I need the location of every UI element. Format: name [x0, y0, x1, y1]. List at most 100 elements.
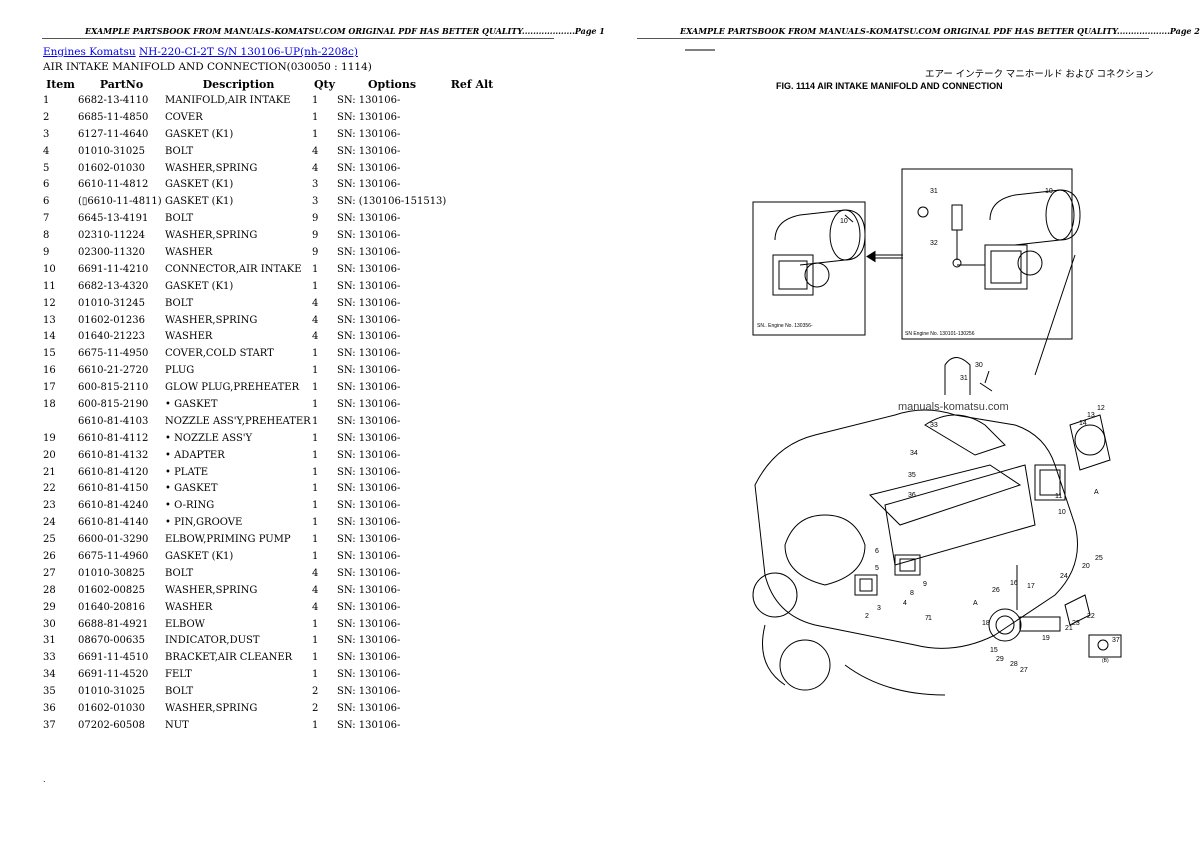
page-1: EXAMPLE PARTSBOOK FROM MANUALS-KOMATSU.C…	[0, 0, 605, 842]
qty-cell: 1	[312, 449, 319, 461]
description-cell: GASKET (K1)	[165, 128, 234, 140]
options-cell: SN: (130106-151513)	[337, 196, 447, 208]
callout-30: 30	[975, 362, 983, 369]
callout-37: 37	[1112, 637, 1120, 644]
inset-right-note: SN Engine No. 130101-130256	[905, 331, 975, 337]
partno-cell: 6610-81-4240	[78, 500, 149, 512]
description-cell: MANIFOLD,AIR INTAKE	[165, 94, 291, 106]
description-cell: COVER	[165, 111, 203, 123]
qty-cell: 1	[312, 635, 319, 647]
item-cell: 19	[43, 432, 56, 444]
partno-cell: 01010-30825	[78, 567, 146, 579]
item-cell: 26	[43, 550, 56, 562]
description-cell: WASHER	[165, 331, 213, 343]
partno-cell: 02310-11224	[78, 230, 146, 242]
ref-alt-cell	[447, 312, 497, 329]
options-cell: SN: 130106-	[337, 145, 401, 157]
description-cell: • GASKET	[165, 483, 218, 495]
inset-left-note: SN.. Engine No. 130356-	[757, 323, 813, 329]
callout-19: 19	[1042, 635, 1050, 642]
ref-alt-cell	[447, 160, 497, 177]
partno-cell: 6691-11-4520	[78, 669, 149, 681]
options-cell: SN: 130106-	[337, 584, 401, 596]
item-cell: 22	[43, 483, 56, 495]
options-cell: SN: 130106-	[337, 111, 401, 123]
item-cell: 17	[43, 382, 56, 394]
ref-alt-cell	[447, 345, 497, 362]
description-cell: • PIN,GROOVE	[165, 517, 243, 529]
item-cell: 5	[43, 162, 50, 174]
callout-3: 3	[877, 605, 881, 612]
options-cell: SN: 130106-	[337, 382, 401, 394]
callout-8: 8	[910, 590, 914, 597]
description-cell: BOLT	[165, 686, 194, 698]
ref-alt-cell	[447, 430, 497, 447]
options-cell: SN: 130106-	[337, 162, 401, 174]
callout-18: 18	[982, 620, 990, 627]
callout-29: 29	[996, 656, 1004, 663]
ref-alt-cell	[447, 514, 497, 531]
item-cell: 27	[43, 567, 56, 579]
description-cell: GLOW PLUG,PREHEATER	[165, 382, 300, 394]
partno-cell: 6610-21-2720	[78, 365, 149, 377]
options-cell: SN: 130106-	[337, 280, 401, 292]
callout-24: 24	[1060, 573, 1068, 580]
description-cell: GASKET (K1)	[165, 179, 234, 191]
callout-labels: 30 31 33 34 35 36 12 13 14 A 11 10 9 8 7…	[865, 362, 1120, 674]
item-cell: 21	[43, 466, 56, 478]
partno-cell: 01602-01030	[78, 162, 146, 174]
parts-table: Item PartNo Description Qty Options Ref …	[43, 77, 497, 734]
description-cell: GASKET (K1)	[165, 280, 234, 292]
callout-25: 25	[1095, 555, 1103, 562]
callout-a-upper: A	[1094, 489, 1099, 496]
item-cell: 14	[43, 331, 56, 343]
qty-cell: 1	[312, 432, 319, 444]
callout-10c: 10	[1058, 509, 1066, 516]
options-cell: SN: 130106-	[337, 483, 401, 495]
callout-27: 27	[1020, 667, 1028, 674]
item-cell: 34	[43, 669, 56, 681]
options-cell: SN: 130106-	[337, 652, 401, 664]
item-cell: 8	[43, 230, 50, 242]
qty-cell: 4	[312, 567, 319, 579]
qty-cell: 9	[312, 246, 319, 258]
callout-16: 16	[1010, 580, 1018, 587]
ref-alt-cell	[447, 413, 497, 430]
ref-alt-cell	[447, 396, 497, 413]
options-cell: SN: 130106-	[337, 669, 401, 681]
description-cell: • NOZZLE ASS'Y	[165, 432, 253, 444]
figure-japanese-title: エアー インテーク マニホールド および コネクション	[925, 69, 1154, 80]
description-cell: COVER,COLD START	[165, 348, 274, 360]
description-cell: BRACKET,AIR CLEANER	[165, 652, 293, 664]
options-cell: SN: 130106-	[337, 432, 401, 444]
qty-cell: 1	[312, 128, 319, 140]
options-cell: SN: 130106-	[337, 94, 401, 106]
options-cell: SN: 130106-	[337, 415, 401, 427]
callout-15: 15	[990, 647, 998, 654]
breadcrumb-link-engines[interactable]: Engines Komatsu	[43, 46, 136, 58]
item-cell: 13	[43, 314, 56, 326]
options-cell: SN: 130106-	[337, 213, 401, 225]
item-cell: 7	[43, 213, 50, 225]
item-cell: 12	[43, 297, 56, 309]
qty-cell: 1	[312, 382, 319, 394]
qty-cell: 1	[312, 669, 319, 681]
breadcrumb-link-model[interactable]: NH-220-CI-2T S/N 130106-UP(nh-2208c)	[139, 46, 358, 58]
partno-cell: 6610-81-4112	[78, 432, 149, 444]
callout-14: 14	[1079, 420, 1087, 427]
table-header-row: Item PartNo Description Qty Options Ref …	[43, 77, 497, 92]
table-row: 19 6610-81-4112 • NOZZLE ASS'Y 1 SN: 130106-	[43, 430, 497, 447]
description-cell: BOLT	[165, 145, 194, 157]
item-cell: 33	[43, 652, 56, 664]
